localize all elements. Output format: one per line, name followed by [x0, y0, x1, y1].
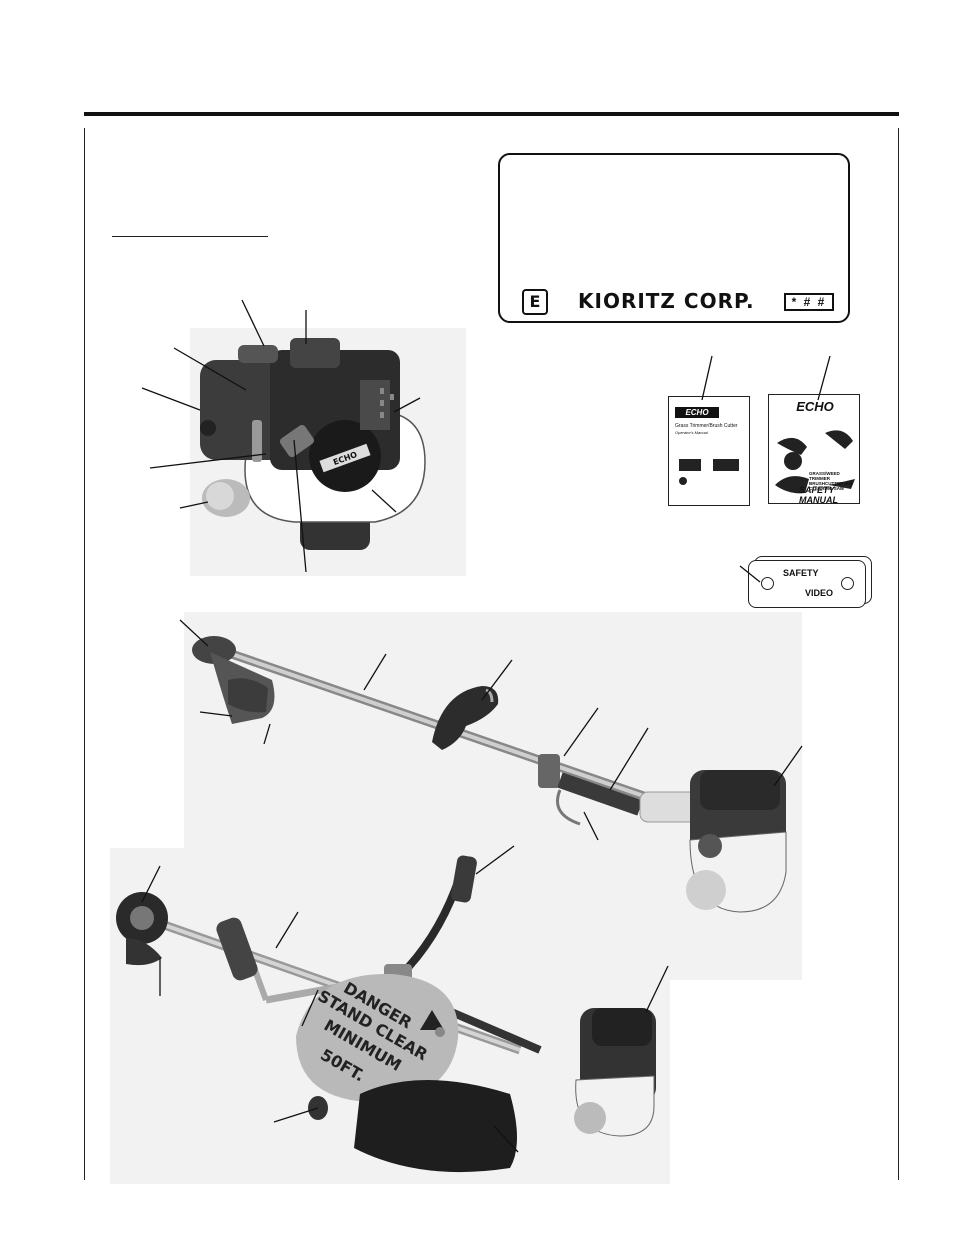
echo-e-logo: E — [522, 289, 548, 315]
operators-manual-subtitle: Operator's Manual — [675, 430, 708, 435]
header-rule — [84, 112, 899, 116]
callout-lines — [141, 299, 831, 1153]
serial-company-name: KIORITZ CORP. — [578, 289, 755, 313]
serial-code-box: * # # — [784, 293, 834, 311]
operators-manual-title: Grass Trimmer/Brush Cutter — [675, 423, 738, 429]
video-hole-right — [841, 577, 854, 590]
warning-box-right — [713, 459, 739, 471]
right-border — [898, 128, 899, 1180]
safety-video-label-1: SAFETY — [783, 568, 819, 578]
safety-manual-title: SAFETY MANUAL — [799, 485, 838, 505]
left-border — [84, 128, 85, 1180]
string-trimmer — [192, 636, 787, 913]
safety-manual-subtitle: GRASS/WEED TRIMMER BRUSHCUTTER and CLEAR… — [809, 471, 853, 491]
brushcutter — [116, 855, 656, 1137]
operators-manual-brand: ECHO — [675, 407, 719, 418]
engine-unit: ECHO — [200, 338, 426, 550]
safety-manual-brand: ECHO — [796, 399, 834, 414]
danger-sign-kit: DANGER STAND CLEAR MINIMUM 50FT. — [296, 973, 517, 1173]
section-underline — [112, 236, 268, 237]
safety-manual-illustrations — [775, 430, 855, 494]
safety-video-label-2: VIDEO — [805, 588, 834, 598]
serial-number-label: E KIORITZ CORP. * # # — [498, 153, 850, 323]
warning-box-left — [679, 459, 701, 471]
safety-video-case: SAFETY VIDEO — [748, 560, 866, 608]
video-hole-left — [761, 577, 774, 590]
operators-manual: ECHO Grass Trimmer/Brush Cutter Operator… — [668, 396, 750, 506]
manual-icon — [679, 477, 687, 485]
safety-manual: ECHO GRASS/WEED TRIMMER BRUSHCUTTER and … — [768, 394, 860, 505]
